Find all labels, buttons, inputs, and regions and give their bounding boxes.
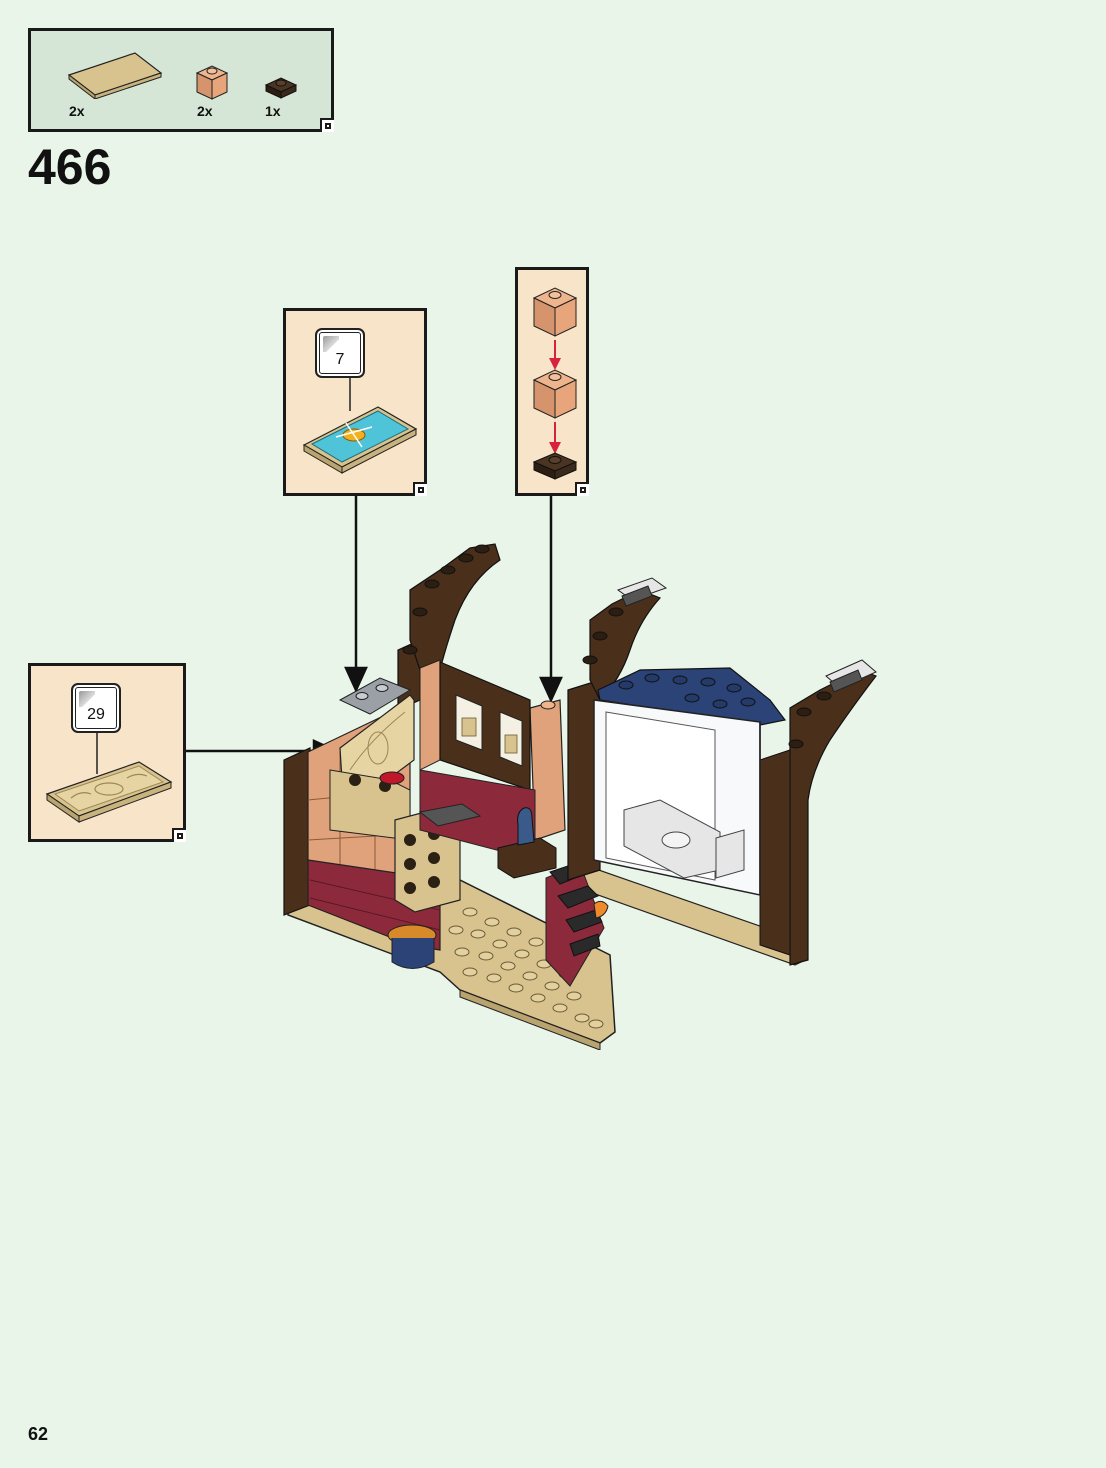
model-illustration bbox=[262, 530, 882, 1050]
sticker-curl-icon bbox=[79, 691, 95, 707]
sticker-curl-icon bbox=[323, 336, 339, 352]
callout-sticker-7: 7 bbox=[283, 308, 427, 496]
callout-sticker-29: 29 bbox=[28, 663, 186, 842]
sticker-tile-7-icon bbox=[296, 377, 420, 477]
sticker-badge-29: 29 bbox=[71, 683, 121, 733]
callout-corner-icon bbox=[172, 828, 186, 842]
callout-corner-icon bbox=[413, 482, 427, 496]
page-number: 62 bbox=[28, 1424, 48, 1445]
sticker-badge-7: 7 bbox=[315, 328, 365, 378]
brick-stack-icon bbox=[528, 284, 582, 484]
sticker-number: 29 bbox=[73, 706, 119, 724]
sticker-number: 7 bbox=[317, 351, 363, 369]
callout-corner-icon bbox=[575, 482, 589, 496]
callout-brick-stack bbox=[515, 267, 589, 496]
sticker-tile-29-icon bbox=[41, 732, 181, 832]
